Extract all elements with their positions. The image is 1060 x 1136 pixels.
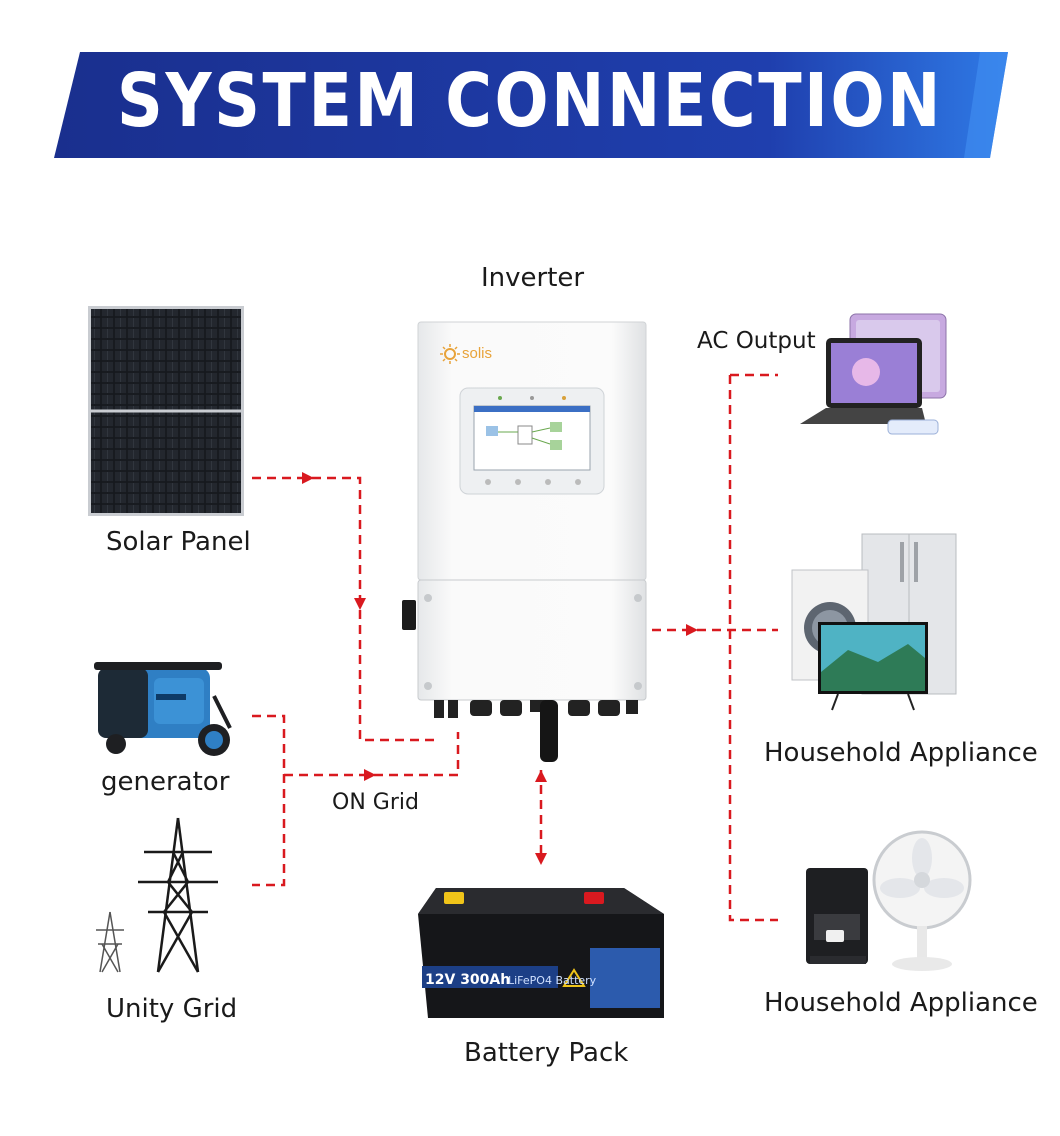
- washer-fridge-tv-image: [791, 533, 957, 711]
- on-grid-label: ON Grid: [332, 790, 419, 815]
- unity-grid-label: Unity Grid: [106, 994, 238, 1024]
- generator-label: generator: [101, 767, 230, 797]
- battery-pack-image: [418, 888, 664, 1018]
- household-appliance-label-2: Household Appliance: [764, 988, 1038, 1018]
- household-appliance-label-1: Household Appliance: [764, 738, 1038, 768]
- title-banner: [54, 52, 1008, 158]
- solar-panel-label: Solar Panel: [106, 527, 251, 557]
- coffee-fan-image: [806, 830, 972, 971]
- battery-type: LiFePO4 Battery: [508, 974, 597, 987]
- power-tower-image: [96, 817, 218, 973]
- inverter-brand-logo: solis: [462, 345, 493, 362]
- battery-pack-label: Battery Pack: [464, 1038, 629, 1068]
- ac-output-label: AC Output: [697, 328, 816, 354]
- inverter-image: [402, 321, 647, 762]
- page-title: SYSTEM CONNECTION: [117, 58, 943, 144]
- battery-badge: 12V 300Ah: [425, 972, 511, 988]
- laptop-tablet-image: [800, 313, 947, 435]
- inverter-label: Inverter: [481, 263, 585, 293]
- solar-panel-image: [88, 306, 244, 516]
- generator-image: [94, 662, 232, 756]
